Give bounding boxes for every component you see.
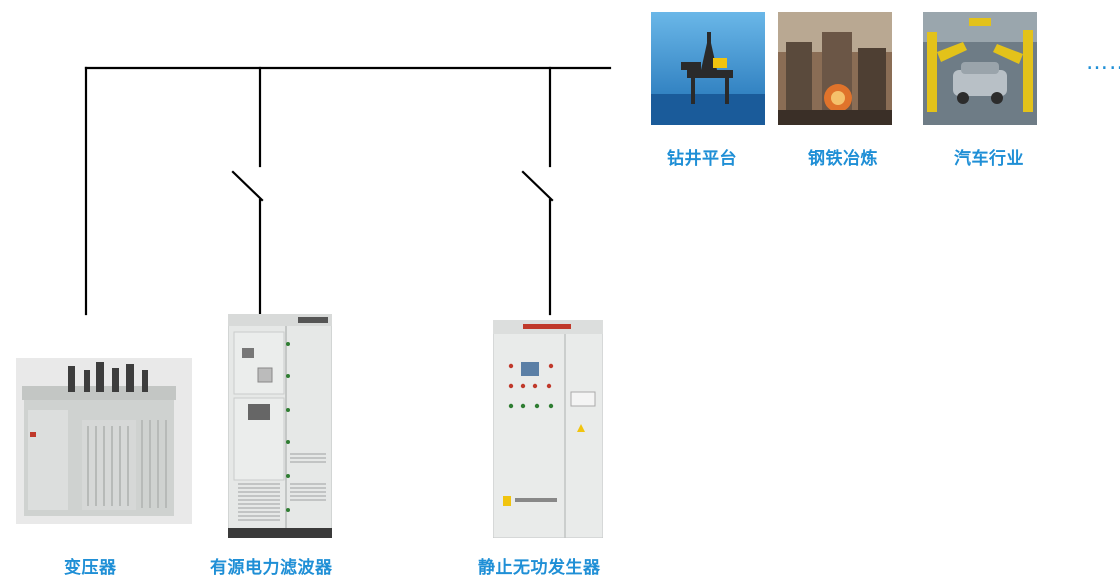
steel-smelting-photo <box>778 12 892 125</box>
drilling-platform-label: 钻井平台 <box>667 149 737 169</box>
static-var-generator-label: 静止无功发生器 <box>478 558 601 578</box>
apf-switch-blade <box>231 170 264 202</box>
transformer-label: 变压器 <box>64 558 117 578</box>
active-power-filter-image <box>227 313 333 539</box>
steel-smelting-label: 钢铁冶炼 <box>808 149 878 169</box>
active-power-filter-cabinet-icon <box>227 313 333 539</box>
svg-switch-blade <box>521 170 554 202</box>
drilling-platform-photo <box>651 12 765 125</box>
more-ellipsis: …… <box>1086 50 1120 75</box>
static-var-generator-image <box>492 319 604 539</box>
transformer-image <box>16 358 192 524</box>
static-var-generator-cabinet-icon <box>492 319 604 539</box>
automotive-industry-label: 汽车行业 <box>954 149 1024 169</box>
automotive-industry-photo <box>923 12 1037 125</box>
transformer-icon <box>16 358 192 524</box>
active-power-filter-label: 有源电力滤波器 <box>210 558 333 578</box>
